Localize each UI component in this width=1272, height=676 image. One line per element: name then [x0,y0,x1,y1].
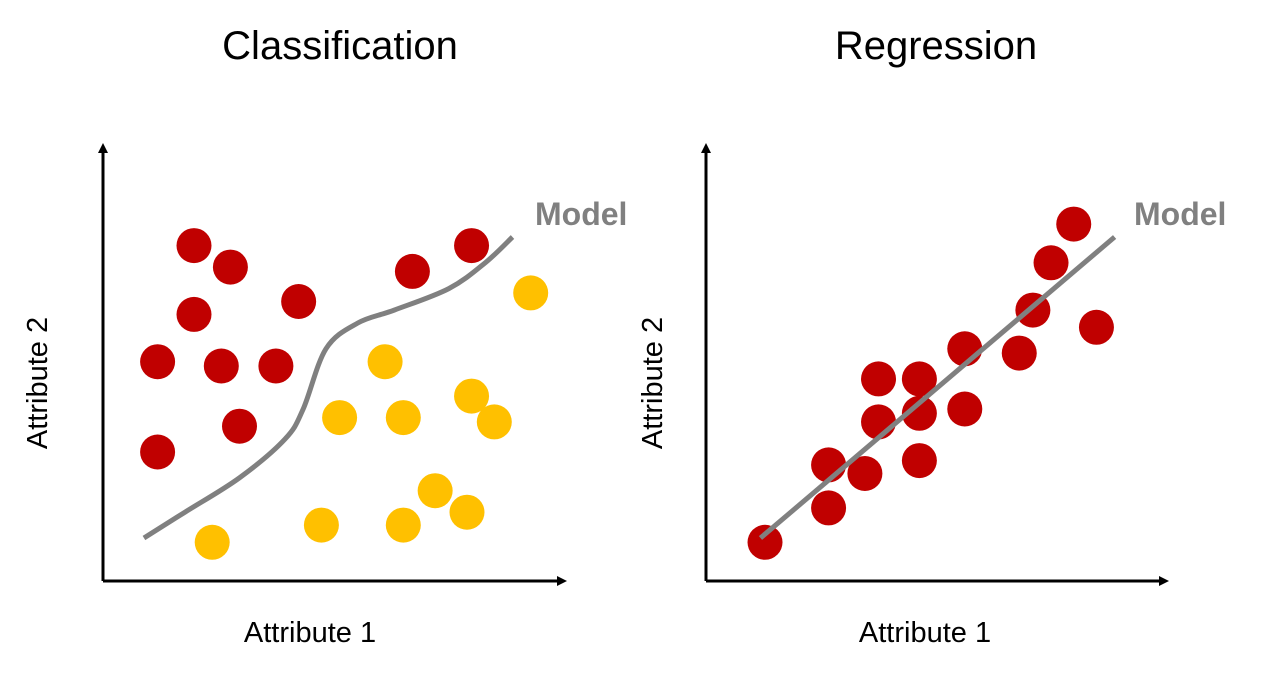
classification-plot: Attribute 1 Attribute 2 Model [22,143,627,649]
class-a-point [140,434,176,470]
data-point [1056,206,1092,242]
data-point [901,361,937,397]
class-b-point [454,378,490,414]
class-b-point [194,524,230,560]
data-point [1001,335,1037,371]
class-b-point [417,473,453,509]
class-a-point [176,228,212,264]
data-point [901,395,937,431]
class-a-point [140,344,176,380]
classification-panel: Classification Attribute 1 Attribute 2 M… [22,24,627,649]
data-point [1033,245,1069,281]
data-point [747,524,783,560]
class-b-point [385,400,421,436]
class-a-point [222,408,257,444]
y-axis-label: Attribute 2 [637,317,669,449]
y-axis-label: Attribute 2 [22,317,54,449]
class-b-point [513,275,549,311]
class-a-point [394,253,430,289]
model-label: Model [1134,196,1226,232]
classification-title: Classification [222,24,458,68]
data-point [1078,309,1114,345]
data-point [901,443,937,479]
class-a-point [212,249,248,285]
regression-panel: Regression Attribute 1 Attribute 2 Model [636,0,1272,676]
model-label: Model [535,196,627,232]
model-curve [142,235,515,541]
data-point [847,456,883,491]
regression-title: Regression [834,24,1038,68]
class-a-point [258,348,294,384]
class-b-point [449,494,485,530]
class-a-point [454,228,490,264]
classification-marks [140,228,549,560]
class-b-point [385,507,421,543]
regression-marks [747,206,1117,560]
data-point [861,361,897,397]
data-point [947,391,983,427]
model-line [758,235,1117,540]
class-a-point [176,296,212,332]
class-a-point [203,348,239,384]
class-b-point [367,344,403,380]
class-b-point [303,507,339,543]
x-axis-label: Attribute 1 [244,617,376,649]
data-point [947,331,983,367]
x-axis-label: Attribute 1 [859,617,991,649]
data-point [861,404,897,440]
class-a-point [281,284,317,319]
class-b-point [322,400,358,436]
class-b-point [476,404,512,440]
data-point [811,490,847,526]
regression-plot: Attribute 1 Attribute 2 Model [637,143,1226,649]
